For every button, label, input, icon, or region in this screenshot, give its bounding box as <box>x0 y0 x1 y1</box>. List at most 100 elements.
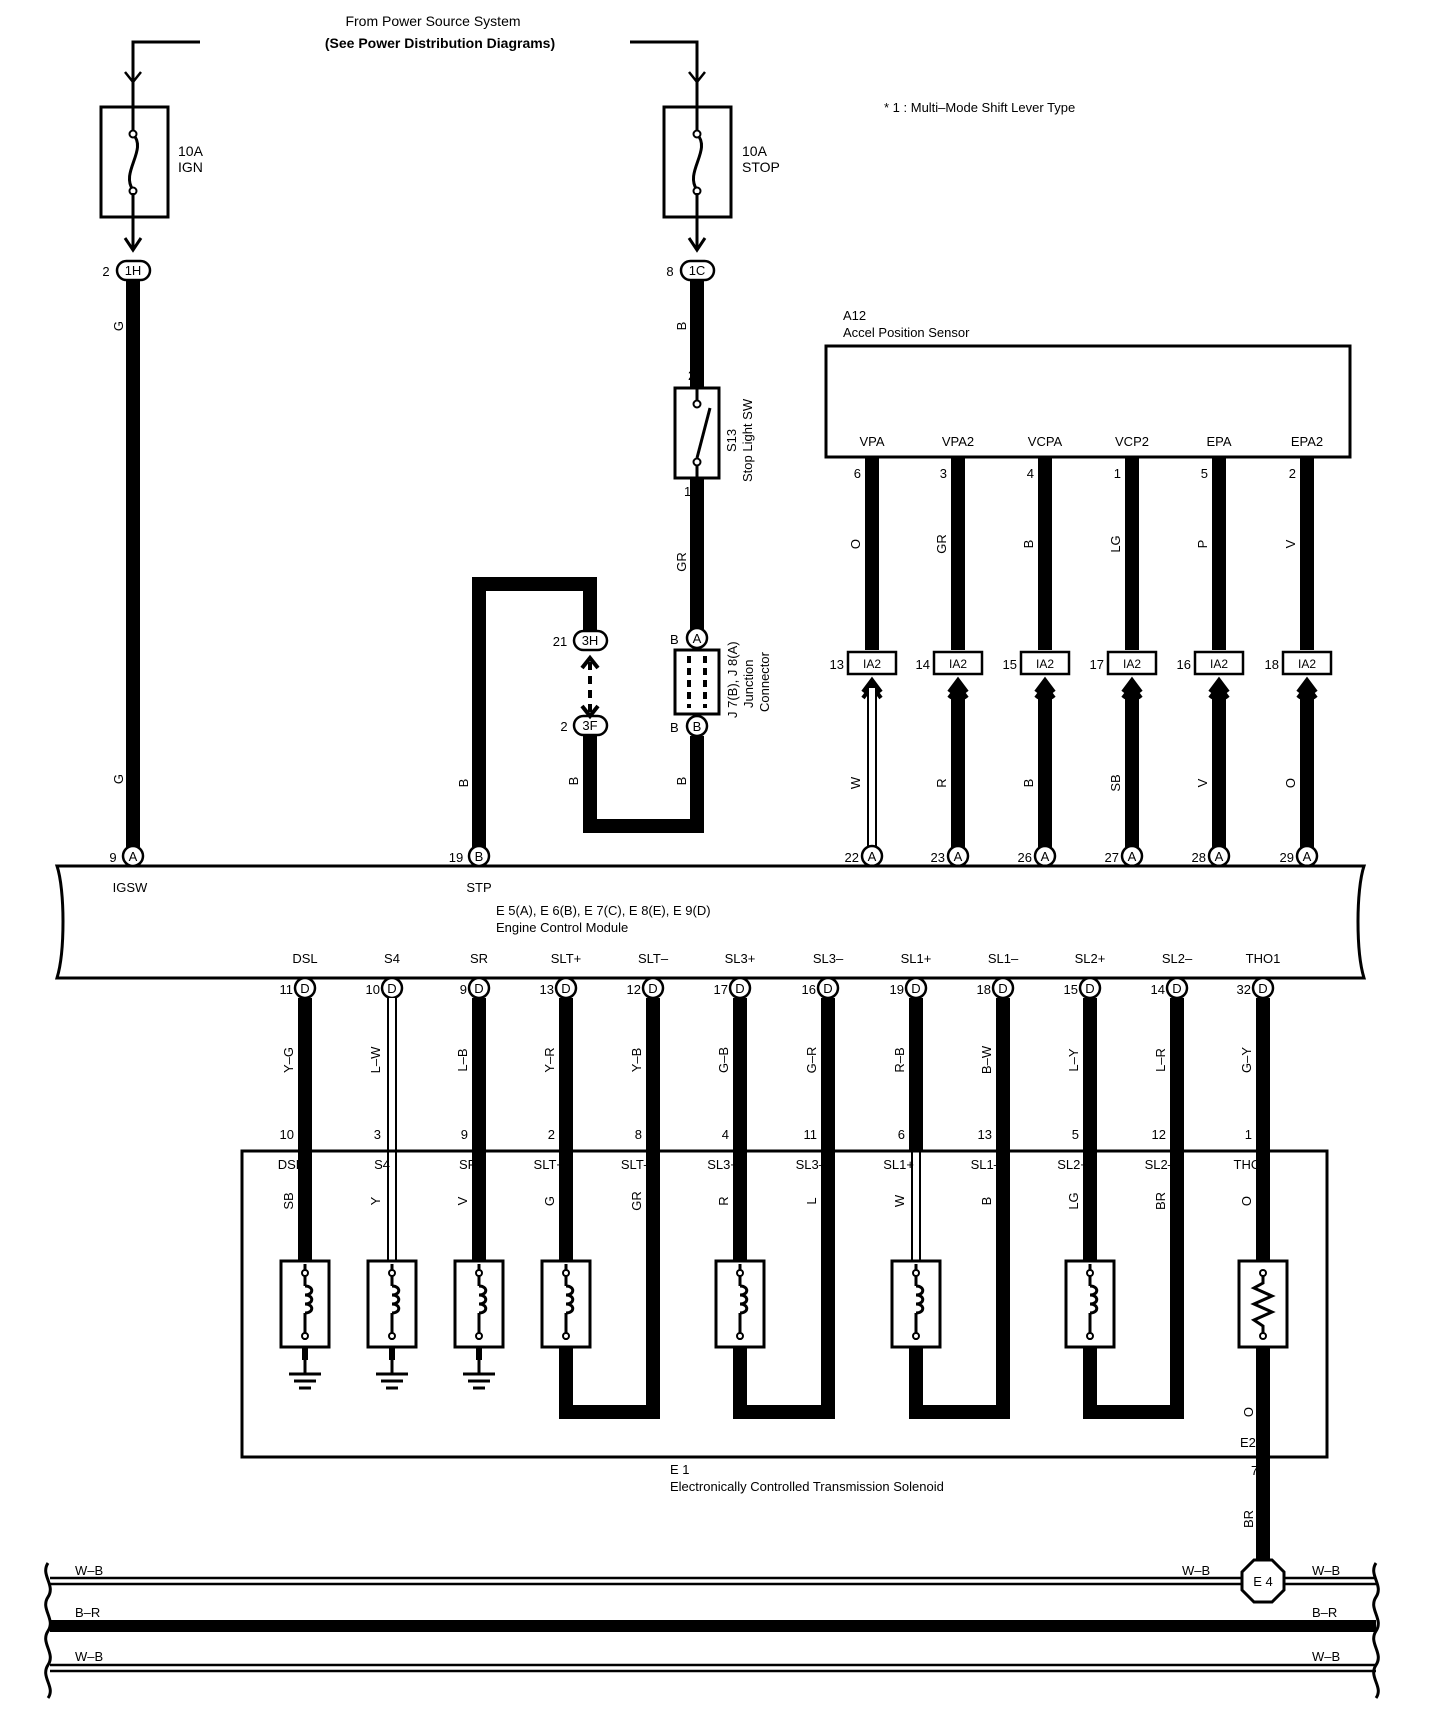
bus1-right: W–B <box>1312 1563 1340 1578</box>
ecm-out-label-sl2: SL2+ <box>1075 951 1106 966</box>
solenoid-ground-wire: O <box>1241 1407 1256 1417</box>
accel-wire-vpa: O <box>848 539 863 549</box>
junction-1c-code: 1C <box>689 263 706 278</box>
ecm-out-pin-sl1: 19 <box>890 982 904 997</box>
solenoid-coil-slt <box>540 1259 660 1419</box>
fuse-stop-amps: 10A <box>742 143 768 159</box>
solenoid-out-wire: BR <box>1241 1510 1256 1528</box>
accel-pin-epa: 5 <box>1201 466 1208 481</box>
ia2-code-epa: IA2 <box>1210 657 1228 671</box>
ecm-out-pin-sl1: 18 <box>977 982 991 997</box>
ecm-terminal-conn-vpa: A <box>868 849 877 864</box>
accel-wire-epa: P <box>1195 540 1210 549</box>
sol-wire-sl2: LG <box>1066 1192 1081 1209</box>
accel-wire-vpa2: GR <box>934 534 949 554</box>
ecm-terminal-pin-vpa: 22 <box>845 850 859 865</box>
ecm-out-wire-sl3: G–R <box>804 1047 819 1074</box>
ia2-connector-epa2 <box>1281 650 1333 676</box>
ecm-terminal-pin-vcpa: 26 <box>1018 850 1032 865</box>
sol-wire-s4: Y <box>368 1196 383 1205</box>
sol-pin-sl2: 12 <box>1152 1127 1166 1142</box>
ecm-out-wire-sl2: L–R <box>1153 1048 1168 1072</box>
jc-name-2: Connector <box>757 651 772 712</box>
sol-pin-slt: 8 <box>635 1127 642 1142</box>
accel-terminal-label-epa: EPA <box>1206 434 1231 449</box>
ecm-terminal-conn-epa2: A <box>1303 849 1312 864</box>
sol-wire-sl1: W <box>892 1194 907 1207</box>
junction-1h-pin: 2 <box>102 264 109 279</box>
ecm-out-label-sl1: SL1+ <box>901 951 932 966</box>
accel-wire2-epa2: O <box>1283 778 1298 788</box>
accel-wire2-vcpa: B <box>1021 779 1036 788</box>
jc-name-1: Junction <box>741 660 756 708</box>
note-text: * 1 : Multi–Mode Shift Lever Type <box>884 100 1075 115</box>
junction-3h-code: 3H <box>582 633 599 648</box>
accel-sensor-id: A12 <box>843 308 866 323</box>
accel-terminal-label-vcp2: VCP2 <box>1115 434 1149 449</box>
wire-ign-g: G <box>111 321 126 331</box>
jc-pin-a-label: A <box>693 631 702 646</box>
sol-label-tho1: THO <box>1234 1157 1261 1172</box>
ecm-out-conn-s4: D <box>387 981 396 996</box>
sol-pin-sl1: 13 <box>978 1127 992 1142</box>
accel-terminal-label-vpa2: VPA2 <box>942 434 974 449</box>
sol-wire-sl2: BR <box>1153 1192 1168 1210</box>
bus3-left: W–B <box>75 1649 103 1664</box>
solenoid-name: Electronically Controlled Transmission S… <box>670 1479 944 1494</box>
stop-switch-pin-top: 2 <box>688 368 695 383</box>
ecm-out-wire-slt: Y–R <box>542 1047 557 1072</box>
accel-pin-vcpa: 4 <box>1027 466 1034 481</box>
bus2-left: B–R <box>75 1605 100 1620</box>
sol-pin-sl3: 4 <box>722 1127 729 1142</box>
sol-label-sl2: SL2– <box>1145 1157 1176 1172</box>
ecm-out-pin-tho1: 32 <box>1237 982 1251 997</box>
sol-pin-sl1: 6 <box>898 1127 905 1142</box>
accel-wire2-vpa: W <box>848 776 863 789</box>
sol-label-sl2: SL2+ <box>1057 1157 1088 1172</box>
ecm-out-pin-slt: 13 <box>540 982 554 997</box>
ground-point-e4-label: E 4 <box>1253 1574 1273 1589</box>
sol-wire-slt: GR <box>629 1191 644 1211</box>
ia2-connector-vpa <box>846 650 898 676</box>
bus2-right: B–R <box>1312 1605 1337 1620</box>
ecm-igsw-pin: 9 <box>109 850 116 865</box>
accel-terminal-label-epa2: EPA2 <box>1291 434 1323 449</box>
ia2-pin-vpa2: 14 <box>916 657 930 672</box>
accel-terminal-epa2: EPA22VIA218OA29EPA2 <box>1265 434 1333 895</box>
ia2-code-vpa: IA2 <box>863 657 881 671</box>
sol-label-sl3: SL3– <box>796 1157 827 1172</box>
ecm-terminal-conn-vpa2: A <box>954 849 963 864</box>
ecm-out-pin-dsl: 11 <box>280 982 294 997</box>
sol-label-slt: SLT– <box>621 1157 652 1172</box>
ground-symbol-sr <box>463 1358 495 1390</box>
ecm-terminal-pin-epa2: 29 <box>1280 850 1294 865</box>
ecm-terminal-conn-vcp2: A <box>1128 849 1137 864</box>
accel-position-sensor: A12 Accel Position Sensor VPA6OIA213WA22… <box>824 308 1352 895</box>
solenoid-coil-s4 <box>366 1259 418 1390</box>
wire-stop-b: B <box>674 322 689 331</box>
ecm-title-2: Engine Control Module <box>496 920 628 935</box>
solenoid-coil-sl2 <box>1064 1259 1184 1419</box>
ecm-out-pin-s4: 10 <box>366 982 380 997</box>
engine-control-module: E 5(A), E 6(B), E 7(C), E 8(E), E 9(D) E… <box>54 844 1367 1264</box>
ecm-out-conn-dsl: D <box>300 981 309 996</box>
accel-pin-vcp2: 1 <box>1114 466 1121 481</box>
accel-pin-epa2: 2 <box>1289 466 1296 481</box>
accel-terminal-label-vpa: VPA <box>859 434 884 449</box>
bus1-mid: W–B <box>1182 1563 1210 1578</box>
ecm-out-wire-sl2: L–Y <box>1066 1048 1081 1071</box>
solenoid-ground-pin: 7 <box>1251 1463 1258 1478</box>
stop-switch-name: Stop Light SW <box>740 398 755 482</box>
ia2-code-vcpa: IA2 <box>1036 657 1054 671</box>
ecm-out-wire-sr: L–B <box>455 1048 470 1071</box>
ecm-out-wire-tho1: G–Y <box>1239 1047 1254 1073</box>
accel-terminal-vpa2: VPA23GRIA214RA23VPA2 <box>916 434 984 895</box>
ground-bus: W–B W–B W–B B–R B–R W–B W–B E 4 <box>44 1558 1380 1699</box>
ia2-pin-epa: 16 <box>1177 657 1191 672</box>
junction-3f-pin: 2 <box>560 719 567 734</box>
ecm-out-label-sl3: SL3– <box>813 951 844 966</box>
sol-label-s4: S4 <box>374 1157 390 1172</box>
